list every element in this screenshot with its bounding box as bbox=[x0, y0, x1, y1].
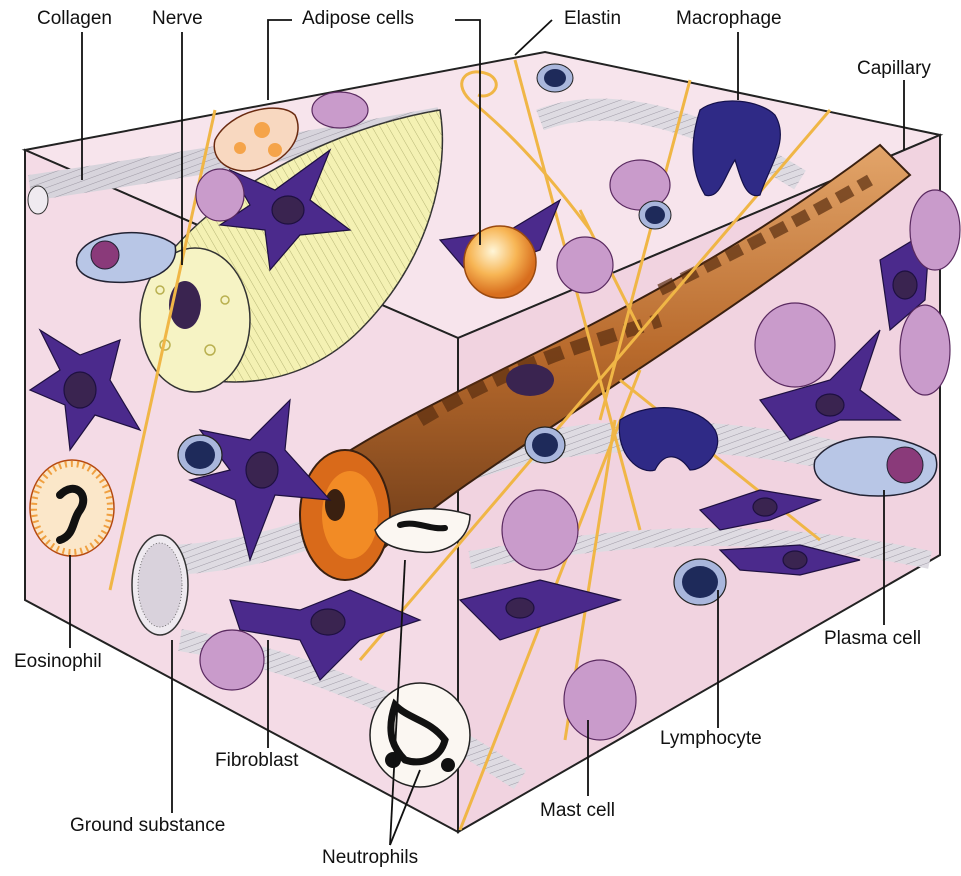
label-collagen: Collagen bbox=[37, 8, 112, 30]
label-capillary: Capillary bbox=[857, 58, 931, 80]
label-elastin: Elastin bbox=[564, 8, 621, 30]
label-mast-cell: Mast cell bbox=[540, 800, 615, 822]
label-fibroblast: Fibroblast bbox=[215, 750, 298, 772]
label-lymphocyte: Lymphocyte bbox=[660, 728, 762, 750]
label-nerve: Nerve bbox=[152, 8, 203, 30]
label-neutrophils: Neutrophils bbox=[322, 847, 418, 869]
label-plasma-cell: Plasma cell bbox=[824, 628, 921, 650]
label-eosinophil: Eosinophil bbox=[14, 651, 102, 673]
label-adipose-cells: Adipose cells bbox=[302, 8, 414, 30]
label-ground-substance: Ground substance bbox=[70, 815, 225, 837]
label-macrophage: Macrophage bbox=[676, 8, 782, 30]
eosinophil bbox=[30, 460, 114, 556]
